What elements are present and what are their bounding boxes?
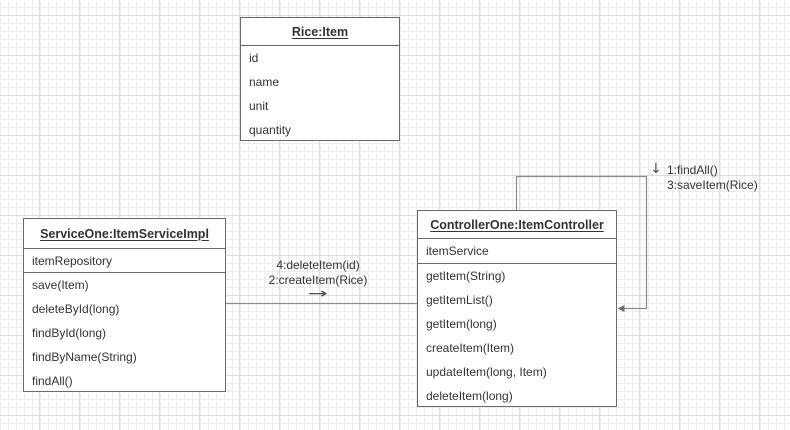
method-row: getItem(String)	[426, 269, 506, 283]
method-row: getItemList()	[426, 293, 493, 307]
attribute-row: name	[249, 75, 280, 89]
method-row: findById(long)	[32, 326, 107, 340]
attribute-row: id	[249, 51, 259, 65]
edge-label-line: 3:saveItem(Rice)	[667, 178, 758, 192]
object-title-rice: Rice:Item	[241, 18, 399, 46]
method-row: createItem(Item)	[426, 341, 515, 355]
method-row: save(Item)	[32, 278, 89, 292]
method-row: findAll()	[32, 374, 73, 388]
field-row: itemRepository	[24, 249, 225, 273]
method-row: deleteById(long)	[32, 302, 120, 316]
method-row: deleteItem(long)	[426, 389, 513, 403]
object-title-controller: ControllerOne:ItemController	[418, 211, 616, 239]
object-box-rice-item[interactable]: Rice:Item id name unit quantity	[240, 17, 400, 141]
attribute-row: unit	[249, 99, 269, 113]
object-box-controller-one[interactable]: ControllerOne:ItemController itemService…	[417, 210, 617, 407]
object-box-service-one[interactable]: ServiceOne:ItemServiceImpl itemRepositor…	[23, 218, 226, 392]
edge-label-line: 1:findAll()	[667, 163, 718, 177]
object-title-service: ServiceOne:ItemServiceImpl	[24, 219, 225, 249]
method-row: getItem(long)	[426, 317, 497, 331]
edge-label-line: 4:deleteItem(id)	[276, 258, 360, 272]
method-row: updateItem(long, Item)	[426, 365, 547, 379]
down-arrow-icon: ↓	[650, 161, 662, 177]
edge-label-line: 2:createItem(Rice)	[268, 273, 368, 287]
edge-label-service-to-controller[interactable]: 4:deleteItem(id) 2:createItem(Rice)	[228, 258, 408, 288]
field-row: itemService	[418, 239, 616, 264]
method-row: findByName(String)	[32, 350, 137, 364]
loop-arrowhead-icon	[617, 305, 625, 312]
attribute-row: quantity	[249, 123, 292, 137]
edge-label-controller-loop[interactable]: 1:findAll() 3:saveItem(Rice)	[667, 163, 758, 193]
edge-controller-self-loop[interactable]	[515, 175, 648, 310]
right-arrow-icon: →	[308, 286, 328, 302]
